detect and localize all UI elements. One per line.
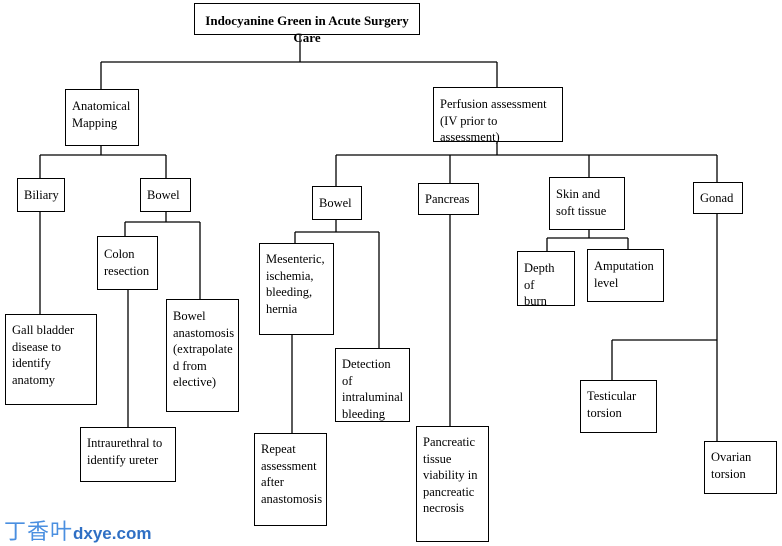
node-amputation-level: Amputation level [587, 249, 664, 302]
node-intraurethral: Intraurethral to identify ureter [80, 427, 176, 482]
node-mesenteric: Mesenteric, ischemia, bleeding, hernia [259, 243, 334, 335]
node-testicular-torsion: Testicular torsion [580, 380, 657, 433]
diagram-title: Indocyanine Green in Acute Surgery Care [194, 3, 420, 45]
node-pancreatic-viability: Pancreatic tissue viability in pancreati… [416, 426, 489, 542]
node-depth-of-burn: Depth of burn [517, 251, 575, 308]
node-colon-resection: Colon resection [97, 236, 158, 290]
node-ovarian-torsion: Ovarian torsion [704, 441, 777, 494]
node-intraluminal: Detection of intraluminal bleeding [335, 348, 410, 422]
node-bowel-perfusion: Bowel [312, 186, 362, 220]
node-bowel-mapping: Bowel [140, 178, 191, 212]
watermark: 丁香叶 dxye.com [4, 514, 152, 544]
node-skin-soft-tissue: Skin and soft tissue [549, 177, 625, 230]
node-gall-bladder: Gall bladder disease to identify anatomy [5, 314, 97, 405]
node-perfusion-assessment: Perfusion assessment (IV prior to assess… [433, 87, 563, 144]
watermark-latin: dxye.com [73, 524, 152, 543]
node-repeat-assessment: Repeat assessment after anastomosis [254, 433, 327, 526]
node-biliary: Biliary [17, 178, 65, 212]
node-gonad: Gonad [693, 182, 743, 214]
node-pancreas: Pancreas [418, 183, 479, 215]
node-bowel-anastomosis: Bowel anastomosis (extrapolate d from el… [166, 299, 239, 412]
watermark-chinese: 丁香叶 [4, 519, 74, 544]
node-anatomical-mapping: Anatomical Mapping [65, 89, 139, 146]
